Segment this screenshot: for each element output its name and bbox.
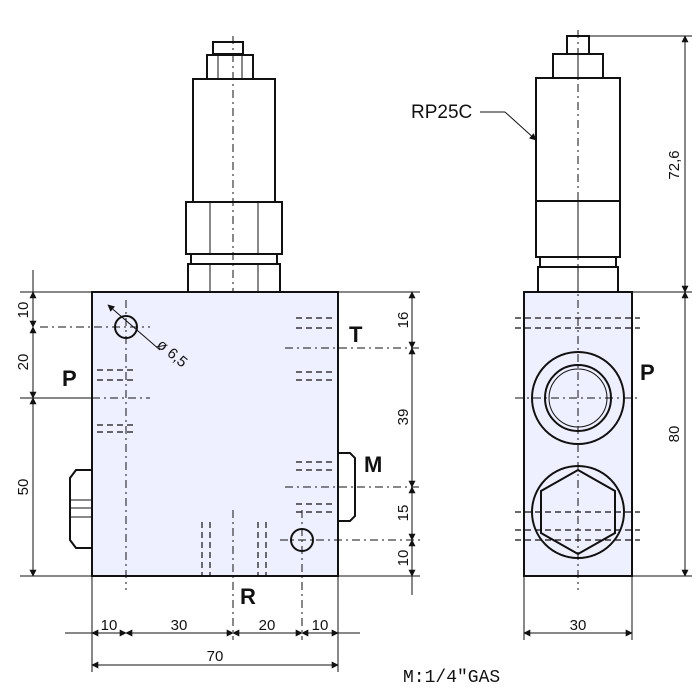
dim-bottom-30: 30: [171, 617, 188, 634]
dim-left-10: 10: [15, 302, 32, 319]
front-valve-body: [91, 291, 339, 577]
front-cartridge-hex: [185, 201, 283, 255]
front-port-p: P: [62, 366, 77, 391]
dim-bottom-10b: 10: [312, 617, 329, 634]
dim-left-50: 50: [15, 479, 32, 496]
dim-right-16: 16: [395, 312, 412, 329]
front-port-m: M: [364, 452, 382, 477]
front-port-t: T: [349, 322, 363, 347]
side-lower-port-outer: [531, 465, 625, 559]
front-view: 10 20 50 16 39 15 10 10 30 20 10 70 P T …: [15, 36, 420, 672]
side-lower-hex: [540, 468, 616, 556]
dim-body-height: 80: [666, 426, 683, 443]
dim-bottom-10a: 10: [101, 617, 118, 634]
side-view: RP25C 72,6 80 30 P: [411, 30, 692, 640]
front-lock-nut: [206, 54, 254, 80]
front-m-plug: [338, 452, 356, 522]
dim-side-width: 30: [570, 617, 587, 634]
front-cartridge-cap: [192, 78, 276, 203]
model-label: RP25C: [411, 102, 472, 123]
thread-note: M:1/4"GAS: [403, 668, 500, 688]
dim-left-20: 20: [15, 354, 32, 371]
dim-right-39: 39: [395, 409, 412, 426]
front-cartridge-nut: [187, 263, 281, 293]
front-adjust-screw: [212, 41, 244, 55]
side-port-p: P: [640, 360, 655, 385]
dim-total-width: 70: [207, 648, 224, 665]
front-port-r: R: [240, 584, 256, 609]
dim-bottom-20: 20: [259, 617, 276, 634]
dim-right-15: 15: [395, 505, 412, 522]
dim-right-10: 10: [395, 550, 412, 567]
dim-cartridge-height: 72,6: [666, 150, 683, 179]
front-left-plug: [69, 469, 92, 549]
